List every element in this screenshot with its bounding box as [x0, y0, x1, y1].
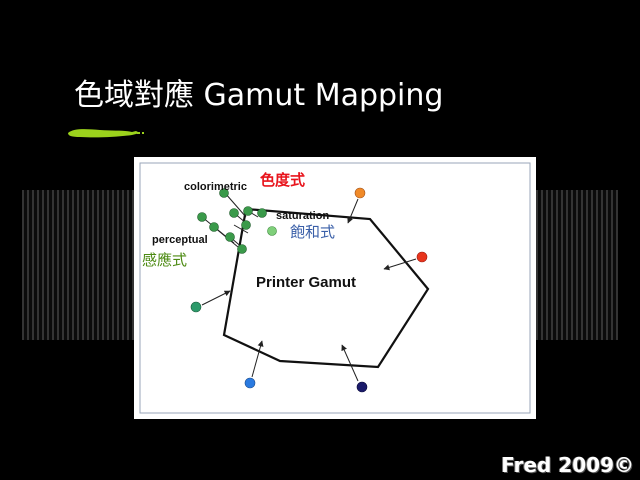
printer-gamut-polygon [222, 207, 430, 369]
teal-color-point [190, 301, 202, 313]
color-point [237, 244, 247, 254]
saturation-label: saturation [276, 210, 329, 222]
colorimetric-zh-label: 色度式 [260, 171, 305, 189]
figure-inner-border [139, 162, 531, 414]
mapping-arrow [201, 290, 231, 306]
mapping-arrow [383, 258, 417, 271]
color-point [267, 226, 277, 236]
red-color-point [416, 251, 428, 263]
saturation-zh-label: 飽和式 [290, 223, 335, 241]
left-stripe-decoration [22, 190, 134, 340]
orange-color-point [354, 187, 366, 199]
mapping-line [224, 192, 247, 218]
brush-dash-1 [137, 132, 140, 134]
navy-color-point [356, 381, 368, 393]
colorimetric-label: colorimetric [184, 181, 247, 193]
mapping-arrow [341, 344, 359, 382]
mapping-arrow [347, 198, 359, 224]
color-point [209, 222, 219, 232]
mapping-line [233, 224, 249, 234]
perceptual-zh-label: 感應式 [142, 251, 187, 269]
brush-dash-2 [142, 132, 144, 134]
color-point [243, 206, 253, 216]
brush-stroke [68, 129, 140, 138]
footer-credit: Fred 2009© [501, 453, 634, 477]
color-point [229, 208, 239, 218]
color-point [241, 220, 251, 230]
right-stripe-decoration [536, 190, 618, 340]
color-point [257, 208, 267, 218]
mapping-arrow [251, 340, 264, 378]
color-point [219, 188, 229, 198]
gamut-diagram: Printer Gamut [139, 162, 531, 414]
blue-color-point [244, 377, 256, 389]
gamut-mapping-figure: Printer Gamut [134, 157, 536, 419]
slide-title: 色域對應 Gamut Mapping [74, 78, 444, 113]
color-point [197, 212, 207, 222]
color-point [225, 232, 235, 242]
perceptual-label: perceptual [152, 234, 208, 246]
brush-stroke-decoration [68, 129, 144, 138]
printer-gamut-label: Printer Gamut [256, 274, 356, 291]
